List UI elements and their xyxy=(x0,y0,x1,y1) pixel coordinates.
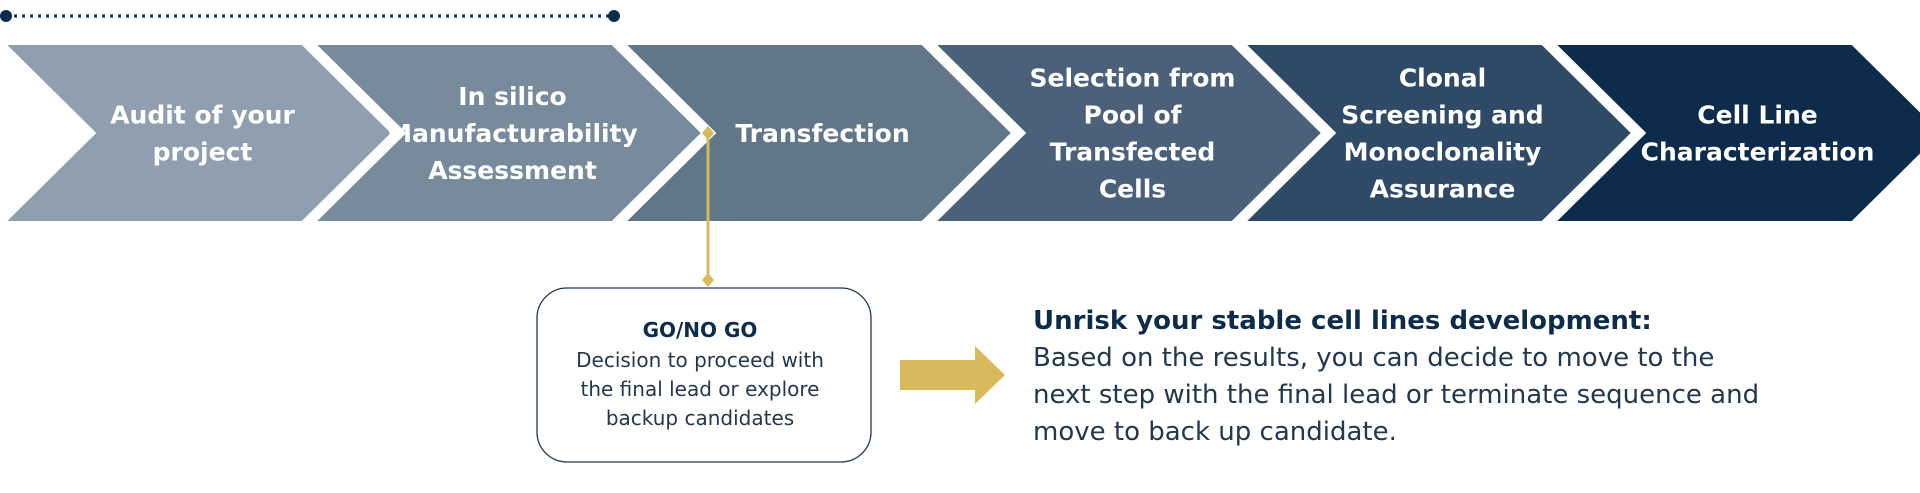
info-line-1: Based on the results, you can decide to … xyxy=(1033,343,1714,373)
decision-box-frame xyxy=(536,287,872,463)
step-label-line: Cell Line xyxy=(1697,101,1817,130)
timeline-end-dot xyxy=(608,10,620,22)
step-label-line: Screening and xyxy=(1341,101,1543,130)
info-line-3: move to back up candidate. xyxy=(1033,417,1397,447)
step-label-line: Clonal xyxy=(1399,64,1486,93)
step-label-line: In silico xyxy=(458,82,566,111)
step-chevron xyxy=(302,39,710,227)
step-chevron xyxy=(1542,39,1920,227)
step-label-line: Monoclonality xyxy=(1344,138,1542,167)
decision-connector xyxy=(702,126,714,287)
step-label-line: Manufacturability xyxy=(387,119,638,148)
decision-line-3: backup candidates xyxy=(606,406,794,430)
step-label-line: Characterization xyxy=(1641,138,1875,167)
process-steps: Audit of your project In silicoManufactura… xyxy=(0,39,1920,227)
decision-line-2: the final lead or explore xyxy=(581,377,820,401)
info-line-2: next step with the final lead or termina… xyxy=(1033,380,1759,410)
step-label-line: Selection from xyxy=(1030,64,1236,93)
step-label-line: Audit of your xyxy=(110,101,295,130)
step-label-line: Assessment xyxy=(428,156,597,185)
decision-box: GO/NO GO Decision to proceed with the fi… xyxy=(536,287,872,463)
step-chevron xyxy=(922,39,1330,227)
step-label-line: Assurance xyxy=(1370,175,1516,204)
step-label-line: Transfection xyxy=(735,119,909,148)
arrow-right-icon xyxy=(900,346,1005,404)
timeline-start-dot xyxy=(0,10,12,22)
step-label-line: Cells xyxy=(1099,175,1166,204)
step-label-line: project xyxy=(153,138,253,167)
step-label-line: Transfected xyxy=(1050,138,1216,167)
step-label-line: Pool of xyxy=(1084,101,1183,130)
decision-title: GO/NO GO xyxy=(643,318,758,342)
process-step-1: Audit of your project xyxy=(0,39,400,227)
connector-top-diamond xyxy=(702,126,714,140)
top-dotted-timeline xyxy=(0,10,620,22)
info-block: Unrisk your stable cell lines developmen… xyxy=(1033,306,1759,447)
process-step-3: Transfection xyxy=(612,39,1020,227)
step-chevron xyxy=(1232,39,1640,227)
info-title: Unrisk your stable cell lines developmen… xyxy=(1033,306,1652,336)
decision-line-1: Decision to proceed with xyxy=(576,348,824,372)
step-chevron xyxy=(0,39,400,227)
connector-bottom-diamond xyxy=(702,273,714,287)
